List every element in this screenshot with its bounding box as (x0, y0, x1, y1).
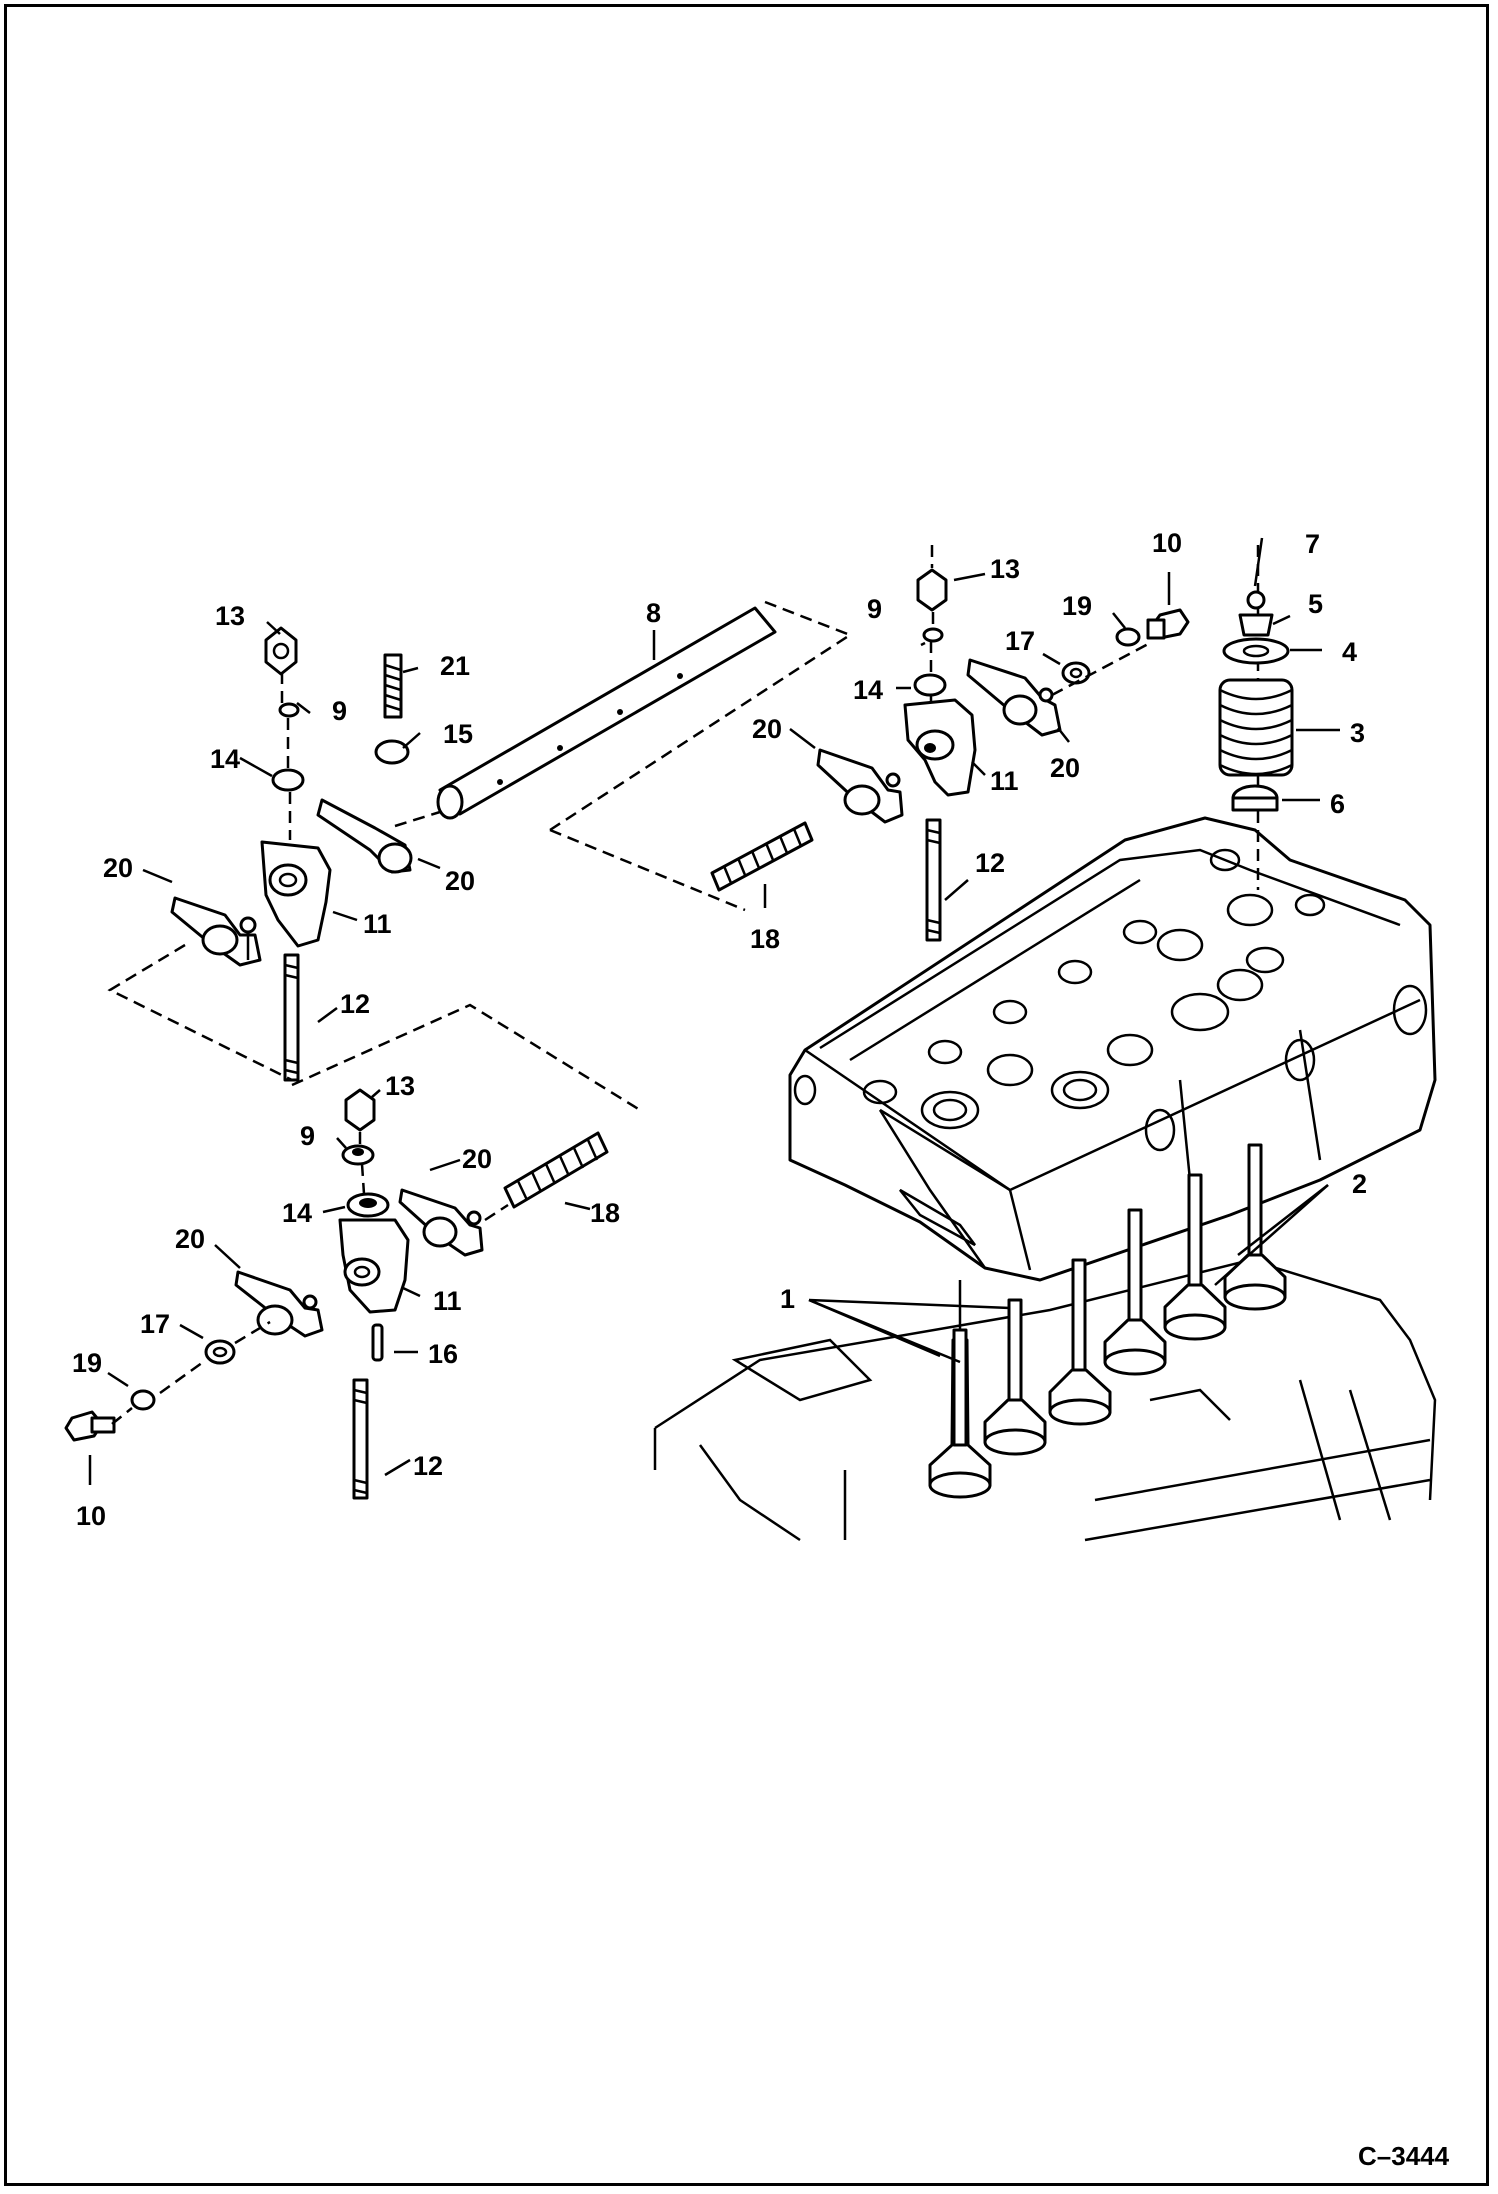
callout-19-lower: 19 (72, 1348, 102, 1378)
callout-14-upper-left: 14 (210, 744, 240, 774)
callout-14-lower: 14 (282, 1198, 312, 1228)
cylinder-head (788, 816, 1437, 1282)
rocker-spring-lower (503, 1131, 609, 1209)
callout-leaders (88, 537, 1340, 1485)
callout-20-lower-a: 20 (462, 1144, 492, 1174)
intake-valves (928, 1280, 1047, 1499)
callout-9-right: 9 (867, 594, 882, 624)
callout-13-right: 13 (990, 554, 1020, 584)
callout-20-upper-left-a: 20 (445, 866, 475, 896)
callout-9-lower: 9 (300, 1121, 315, 1151)
callout-7: 7 (1305, 529, 1320, 559)
callout-11-lower: 11 (433, 1286, 462, 1316)
callout-3: 3 (1350, 718, 1365, 748)
rocker-shaft (436, 600, 853, 912)
exhaust-valves (1048, 1143, 1287, 1426)
callout-17-lower: 17 (140, 1309, 170, 1339)
rocker-group-lower (64, 1088, 509, 1500)
callout-5: 5 (1308, 589, 1323, 619)
callout-17-right: 17 (1005, 626, 1035, 656)
callout-13-lower: 13 (385, 1071, 415, 1101)
callout-21: 21 (440, 651, 470, 681)
callout-15: 15 (443, 719, 473, 749)
callout-8: 8 (646, 598, 661, 628)
callout-12-right: 12 (975, 848, 1005, 878)
callout-20-right-b: 20 (1050, 753, 1080, 783)
callout-6: 6 (1330, 789, 1345, 819)
callout-16: 16 (428, 1339, 458, 1369)
callout-1: 1 (780, 1284, 795, 1314)
callout-20-lower-b: 20 (175, 1224, 205, 1254)
callout-2: 2 (1352, 1169, 1367, 1199)
callout-9-upper-left: 9 (332, 696, 347, 726)
callout-11-right: 11 (990, 766, 1019, 796)
rocker-group-upper-right (816, 545, 1190, 942)
engine-block (653, 1258, 1437, 1542)
figure-number: C–3444 (1358, 2141, 1450, 2171)
callout-20-upper-left-b: 20 (103, 853, 133, 883)
valve-spring-assembly (1218, 545, 1294, 890)
callout-14-right: 14 (853, 675, 883, 705)
callout-19-right: 19 (1062, 591, 1092, 621)
callout-4: 4 (1342, 637, 1357, 667)
callout-12-upper-left: 12 (340, 989, 370, 1019)
callout-13-upper-left: 13 (215, 601, 245, 631)
callout-10-lower: 10 (76, 1501, 106, 1531)
callout-labels: 13 21 9 15 14 20 20 11 12 8 18 13 9 14 2… (72, 528, 1450, 2171)
callout-12-lower: 12 (413, 1451, 443, 1481)
callout-20-right-a: 20 (752, 714, 782, 744)
callout-18-lower: 18 (590, 1198, 620, 1228)
callout-10-right: 10 (1152, 528, 1182, 558)
rocker-group-upper-left (107, 626, 641, 1112)
callout-18-upper: 18 (750, 924, 780, 954)
rocker-spring-upper (710, 821, 814, 892)
callout-11-upper-left: 11 (363, 909, 392, 939)
